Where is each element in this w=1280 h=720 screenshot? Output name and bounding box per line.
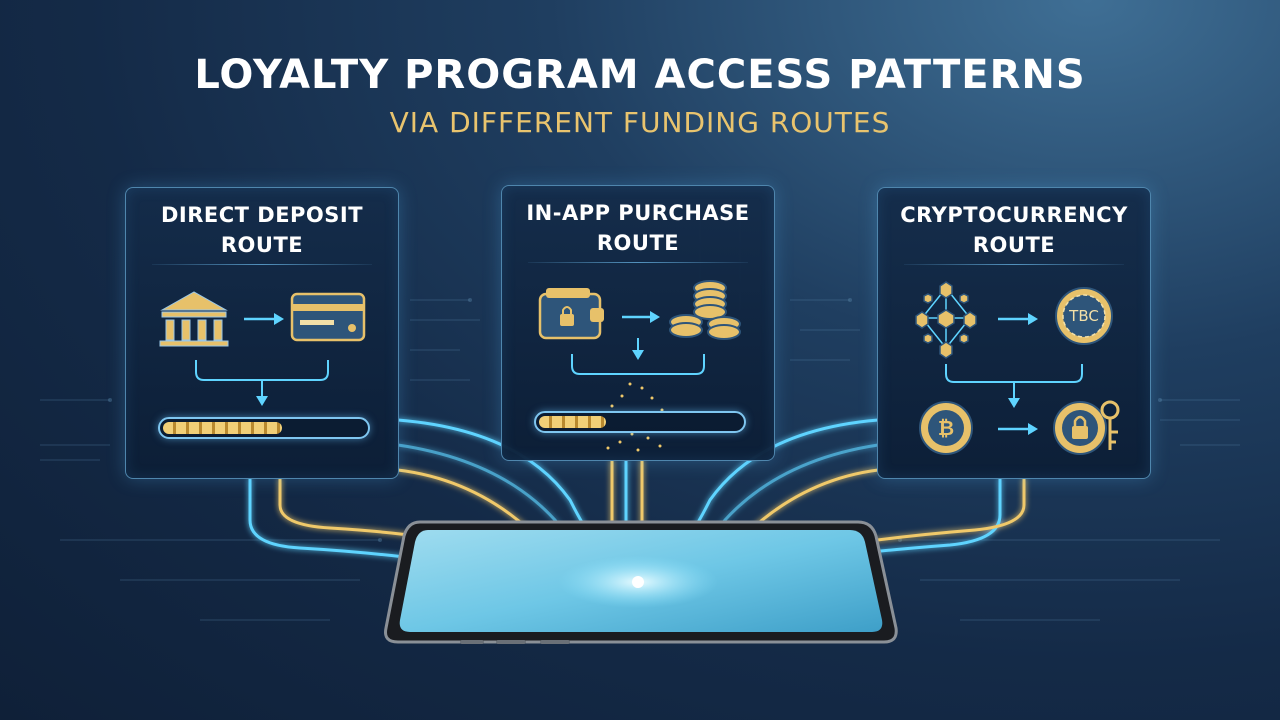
page-title: LOYALTY PROGRAM ACCESS PATTERNS xyxy=(194,52,1086,98)
credit-card-icon xyxy=(290,292,366,342)
sparkle-particles xyxy=(606,382,664,452)
route-title-direct-deposit: DIRECT DEPOSIT ROUTE xyxy=(126,200,398,260)
arrow-right-icon xyxy=(998,423,1038,435)
progress-fill xyxy=(539,416,606,428)
panel-divider xyxy=(904,264,1124,265)
route-panel-direct-deposit: DIRECT DEPOSIT ROUTE xyxy=(125,187,399,479)
panel-divider xyxy=(152,264,372,265)
route-title-line1: DIRECT DEPOSIT xyxy=(160,203,364,227)
merge-bracket-icon xyxy=(195,360,329,406)
arrow-right-icon xyxy=(244,313,284,325)
route-title-line2: ROUTE xyxy=(220,233,304,257)
blockchain-network-icon xyxy=(915,281,977,359)
arrow-right-icon xyxy=(622,311,660,323)
route-title-line2: ROUTE xyxy=(596,231,680,255)
arrow-right-icon xyxy=(998,313,1038,325)
route-panel-cryptocurrency: CRYPTOCURRENCY ROUTE TBC xyxy=(877,187,1151,479)
route-title-cryptocurrency: CRYPTOCURRENCY ROUTE xyxy=(878,200,1150,260)
wallet-lock-icon xyxy=(538,288,604,340)
route-panel-in-app-purchase: IN-APP PURCHASE ROUTE xyxy=(501,185,775,461)
progress-fill xyxy=(163,422,282,434)
lock-key-chip-icon xyxy=(1053,400,1120,455)
panel-divider xyxy=(528,262,748,263)
svg-text:₿: ₿ xyxy=(938,416,954,440)
progress-bar-in-app-purchase xyxy=(534,411,746,433)
route-title-in-app-purchase: IN-APP PURCHASE ROUTE xyxy=(502,198,774,258)
bank-icon xyxy=(159,291,229,347)
page-subtitle: VIA DIFFERENT FUNDING ROUTES xyxy=(389,106,891,139)
tbc-token-icon xyxy=(1055,287,1113,345)
coin-stack-icon xyxy=(669,280,741,340)
route-title-line2: ROUTE xyxy=(972,233,1056,257)
merge-bracket-icon xyxy=(571,338,705,375)
tbc-token-label: TBC xyxy=(1069,307,1099,325)
bitcoin-chip-icon: ₿ xyxy=(919,401,973,455)
progress-bar-direct-deposit xyxy=(158,417,370,439)
route-title-line1: IN-APP PURCHASE xyxy=(526,201,750,225)
merge-bracket-icon xyxy=(945,364,1083,408)
route-title-line1: CRYPTOCURRENCY xyxy=(900,203,1128,227)
